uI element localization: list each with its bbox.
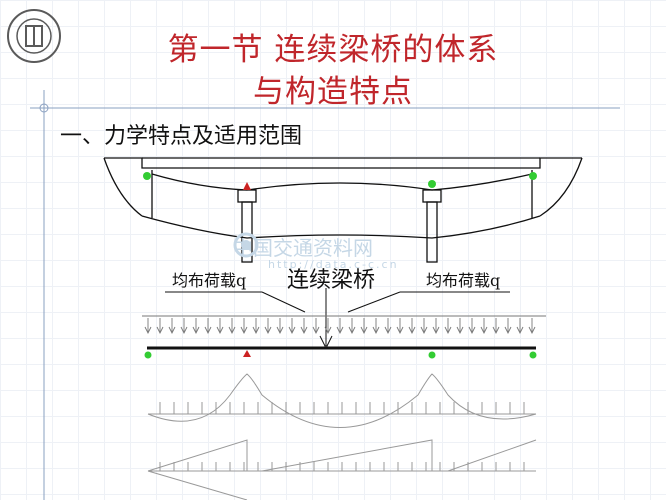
beam-support-right [529, 351, 537, 359]
support-roller-right [529, 172, 537, 180]
beam-support-fixed [243, 350, 251, 357]
slide-title-line1: 第一节 连续梁桥的体系 [167, 32, 499, 68]
watermark-url: http://data.c-c.cn [268, 258, 399, 271]
distributed-load [142, 315, 546, 335]
shear-diagram [147, 439, 537, 500]
moment-diagram [147, 373, 537, 428]
slide-title-line2: 与构造特点 [253, 74, 413, 110]
support-roller-left [143, 172, 151, 180]
support-roller-mid [428, 180, 436, 188]
center-label: 连续梁桥 [287, 268, 376, 293]
beam-support-left [144, 351, 152, 359]
section-heading: 一、力学特点及适用范围 [60, 124, 303, 149]
beam-support-mid [428, 351, 436, 359]
watermark-text: 中国交通资料网 [233, 236, 373, 260]
support-fixed [243, 182, 251, 190]
load-label-left: 均布荷载q [172, 271, 247, 290]
university-logo [7, 9, 61, 63]
load-label-right: 均布荷载q [426, 271, 501, 290]
